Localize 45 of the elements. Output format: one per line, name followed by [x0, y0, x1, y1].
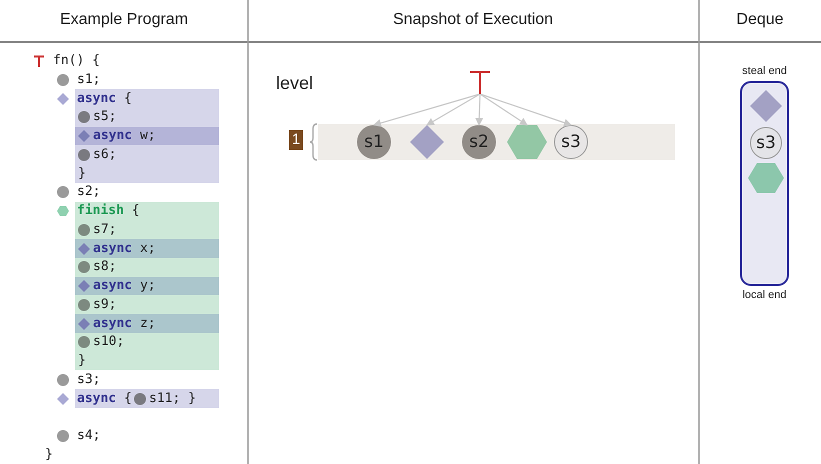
arrow	[480, 94, 528, 126]
code-line: }	[78, 164, 86, 182]
statement-node: s2	[462, 125, 496, 159]
code-line: s9;	[93, 296, 116, 314]
column-header: Example Program	[60, 10, 188, 30]
diamond-node	[410, 125, 444, 159]
fork-symbol	[470, 70, 490, 94]
diamond-node	[750, 90, 782, 122]
code-line: async y;	[93, 277, 156, 295]
code-line: s10;	[93, 333, 124, 352]
code-line: }	[45, 446, 53, 464]
code-line: s5;	[93, 108, 116, 126]
level-band	[318, 124, 675, 160]
code-line: async {	[77, 90, 132, 108]
code-line: s7;	[93, 220, 116, 239]
code-line: async w;	[93, 127, 156, 145]
code-line: s3;	[77, 370, 100, 389]
code-line: async {	[77, 390, 132, 408]
code-line: fn() {	[53, 52, 100, 70]
code-line: s2;	[77, 183, 100, 202]
arrow	[475, 94, 484, 126]
arrow	[426, 93, 480, 126]
hexagon-node	[748, 163, 784, 193]
end-label: local end	[742, 289, 787, 302]
deque-box	[740, 81, 789, 286]
end-label: steal end	[742, 65, 787, 78]
arrow	[480, 93, 572, 127]
statement-node: s1	[357, 125, 391, 159]
arrow	[373, 93, 480, 127]
code-line: s1;	[77, 70, 100, 89]
code-line: async x;	[93, 240, 156, 258]
code-line: async z;	[93, 314, 156, 332]
code-line: finish {	[77, 202, 140, 220]
statement-node: s3	[750, 127, 782, 159]
axis-label: level	[276, 73, 314, 93]
hexagon-node	[507, 125, 547, 159]
column-header: Snapshot of Execution	[392, 10, 554, 30]
column-header: Deque	[736, 10, 784, 30]
code-line: s8;	[93, 258, 116, 276]
code-line: s4;	[77, 427, 100, 445]
level-number: 1	[289, 130, 303, 150]
code-line: }	[78, 352, 86, 370]
code-line: s11; }	[149, 390, 196, 408]
statement-node: s3	[554, 125, 588, 159]
code-line: s6;	[93, 146, 116, 164]
